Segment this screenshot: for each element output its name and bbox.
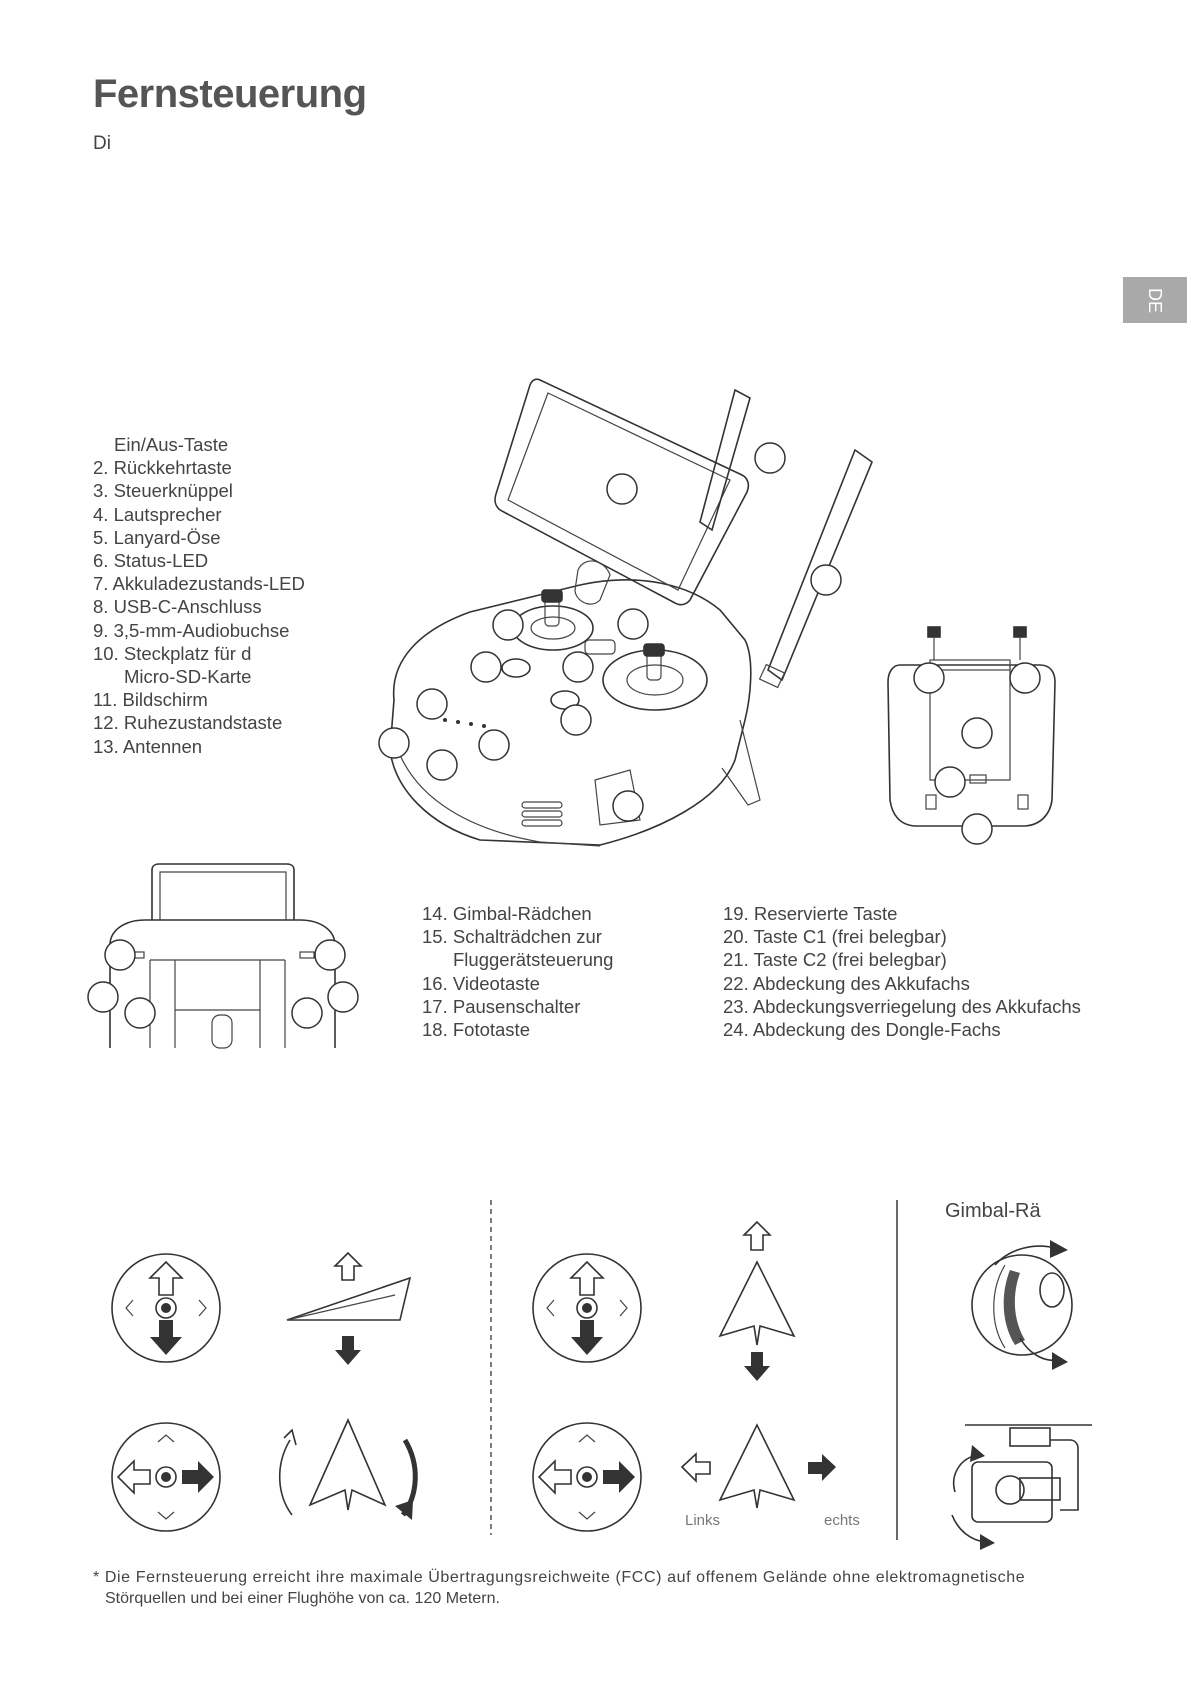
gimbal-wheel-label: Gimbal-Rä — [945, 1200, 1041, 1222]
page-title: Fernsteuerung — [93, 72, 367, 116]
aircraft-pitch-icon — [718, 1220, 796, 1381]
list-item: 11. Bildschirm — [93, 689, 208, 711]
list-item: Micro-SD-Karte — [124, 666, 252, 688]
list-item: 5. Lanyard-Öse — [93, 526, 221, 548]
list-item: 19. Reservierte Taste — [723, 903, 898, 924]
aircraft-yaw-icon — [278, 1418, 418, 1520]
right-stick-vertical-icon — [532, 1253, 642, 1363]
list-item: 7. Akkuladezustands-LED — [93, 573, 305, 595]
footnote-line: * Die Fernsteuerung erreicht ihre maxima… — [93, 1569, 1026, 1586]
language-tab: DE — [1123, 277, 1187, 323]
list-item: 12. Ruhezustandstaste — [93, 712, 283, 734]
parts-list-bottom-right: 19. Reservierte Taste 20. Taste C1 (frei… — [723, 902, 1081, 1041]
list-item: 13. Antennen — [93, 735, 203, 757]
list-item: Fluggerätsteuerung — [453, 949, 614, 971]
list-item: 23. Abdeckungsverriegelung des Akkufachs — [723, 995, 1081, 1017]
list-item: 2. Rückkehrtaste — [93, 457, 232, 479]
aircraft-roll-icon — [680, 1423, 836, 1509]
list-item: 22. Abdeckung des Akkufachs — [723, 972, 970, 994]
list-item: 8. USB-C-Anschluss — [93, 596, 262, 618]
parts-list-main: Ein/Aus-Taste 2. Rückkehrtaste 3. Steuer… — [93, 433, 305, 758]
list-item: 16. Videotaste — [422, 972, 540, 994]
footnote-line: Störquellen und bei einer Flughöhe von c… — [105, 1590, 500, 1607]
list-item: 9. 3,5-mm-Audiobuchse — [93, 619, 290, 641]
left-stick-horizontal-icon — [111, 1422, 221, 1532]
speaker-grill-icon — [521, 801, 563, 827]
antenna-right-icon — [767, 448, 873, 682]
list-item: 17. Pausenschalter — [422, 995, 581, 1017]
display-screen-icon — [494, 378, 750, 606]
parts-list-bottom-left: 14. Gimbal-Rädchen 15. Schalträdchen zur… — [422, 902, 613, 1041]
list-item: 20. Taste C1 (frei belegbar) — [723, 926, 947, 948]
gimbal-camera-icon — [951, 1424, 1092, 1550]
list-item: 4. Lautsprecher — [93, 503, 222, 525]
footnote: * Die Fernsteuerung erreicht ihre maxima… — [93, 1567, 1113, 1609]
list-item: Ein/Aus-Taste — [114, 434, 229, 455]
antenna-left-icon — [699, 388, 751, 532]
list-item: 6. Status-LED — [93, 550, 209, 572]
list-item: 15. Schalträdchen zur — [422, 926, 602, 948]
list-item: 3. Steuerknüppel — [93, 480, 233, 502]
list-item: 24. Abdeckung des Dongle-Fachs — [723, 1019, 1001, 1041]
list-item: 21. Taste C2 (frei belegbar) — [723, 949, 947, 971]
right-direction-label: echts — [824, 1512, 860, 1529]
left-stick-vertical-icon — [111, 1253, 221, 1363]
gimbal-wheel-icon — [971, 1240, 1073, 1370]
list-item: 18. Fototaste — [422, 1019, 530, 1041]
list-item: 14. Gimbal-Rädchen — [422, 903, 592, 924]
control-stick-right-icon — [602, 643, 708, 711]
power-button-icon — [501, 658, 531, 678]
intro-text: Di — [93, 133, 111, 154]
aircraft-altitude-icon — [286, 1251, 412, 1365]
list-item: 10. Steckplatz für d — [93, 642, 252, 664]
left-direction-label: Links — [685, 1512, 721, 1529]
right-stick-horizontal-icon — [532, 1422, 642, 1532]
